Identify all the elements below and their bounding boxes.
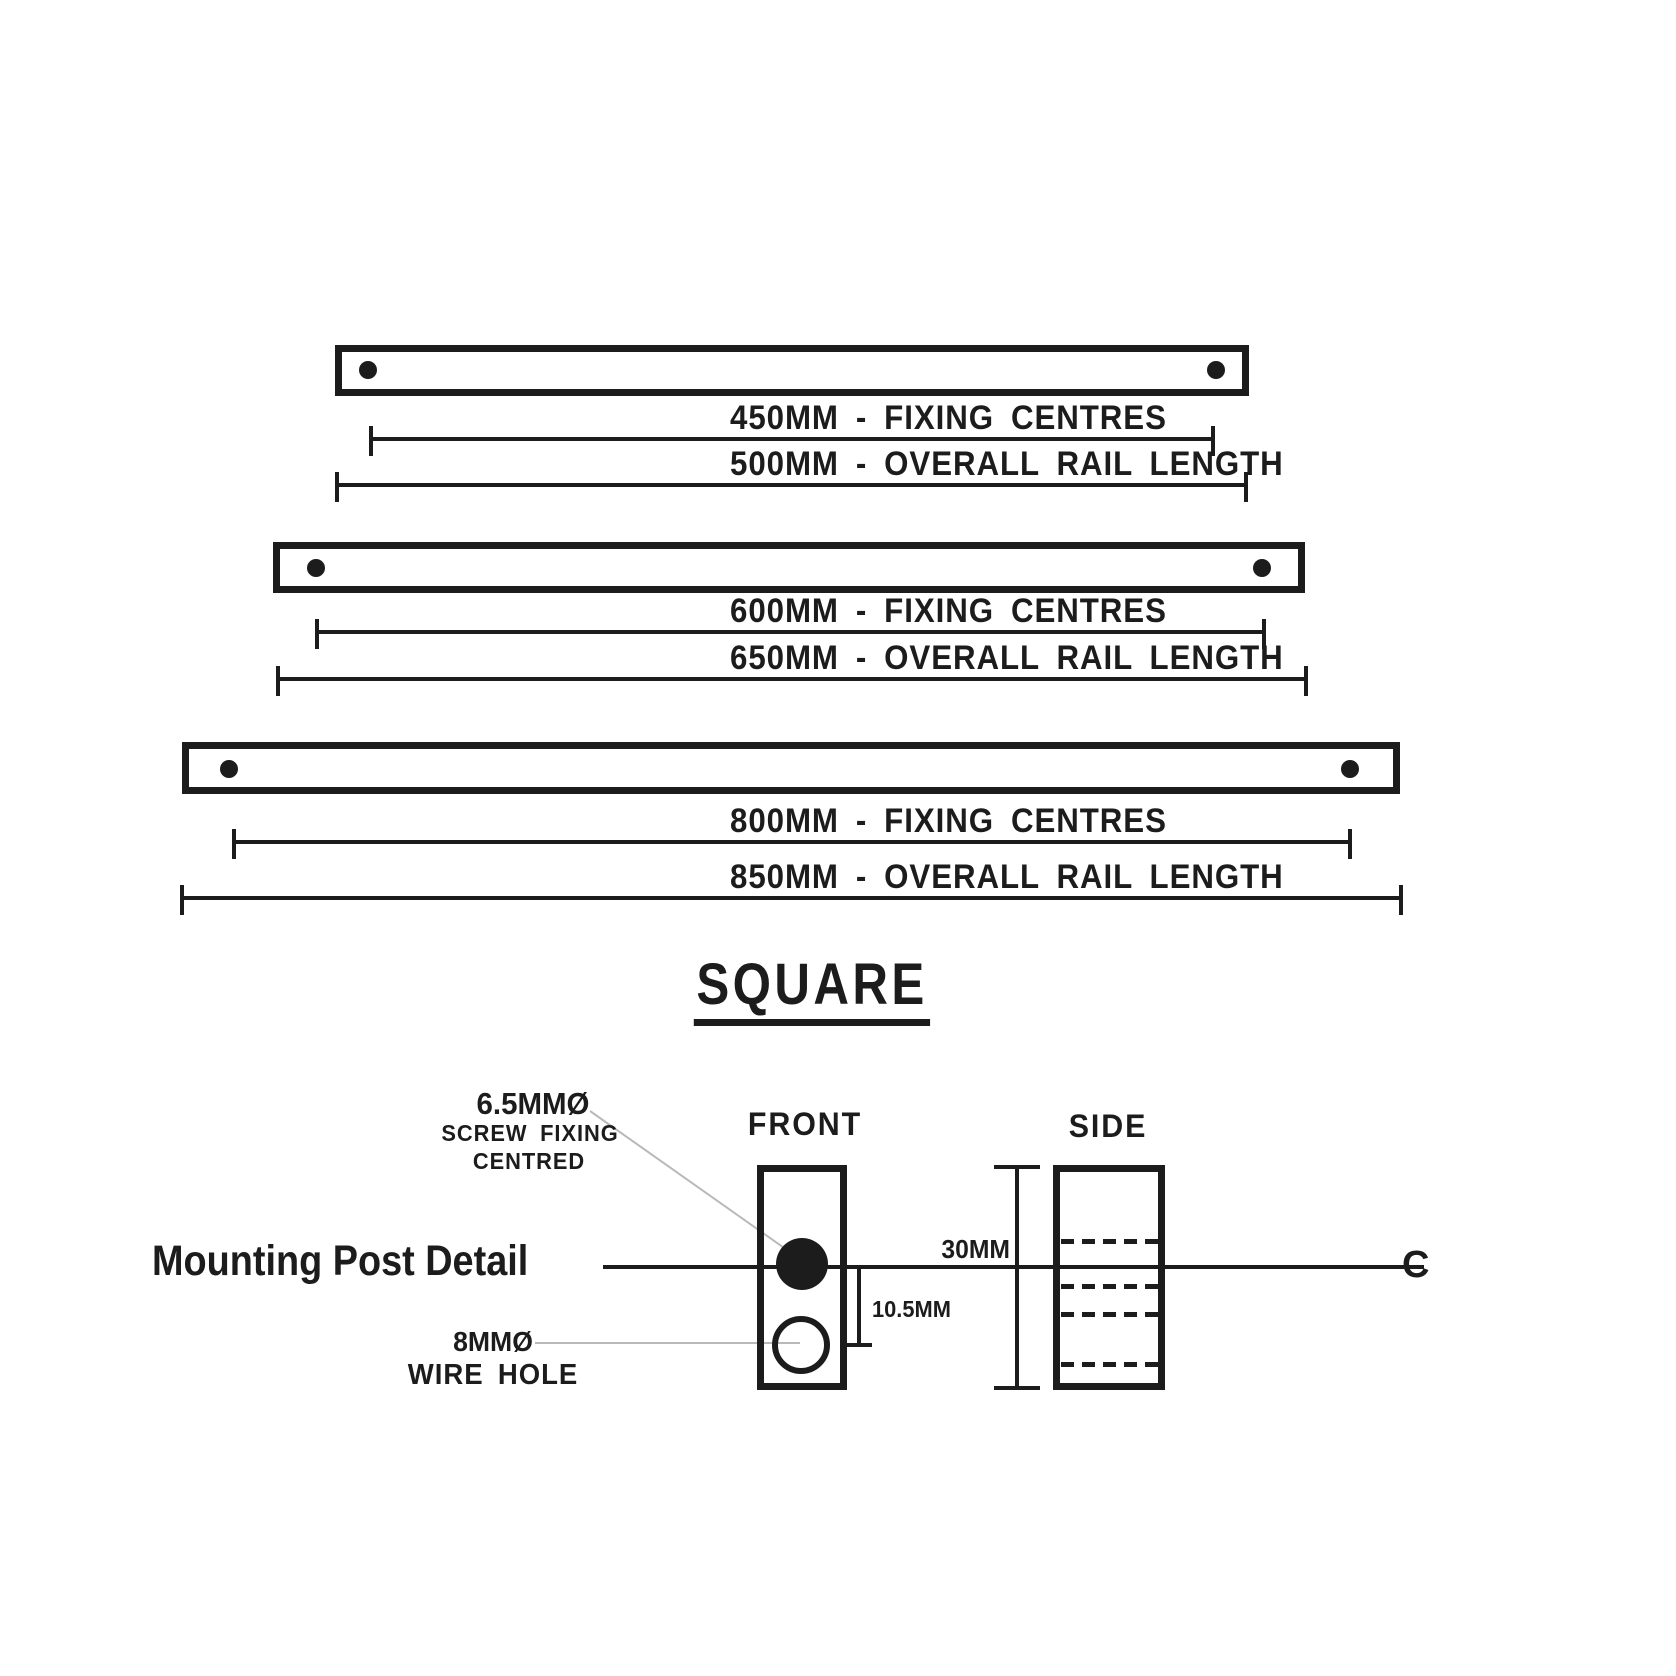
wire-hole-note-label: WIRE HOLE — [407, 1359, 579, 1391]
side-view-dashed-line-1 — [1061, 1239, 1158, 1244]
rail-850mm-screw-hole-left — [220, 760, 238, 778]
offset-dimension-line — [846, 1267, 872, 1347]
section-title: SQUARE — [693, 956, 931, 1026]
side-view-dashed-line-4 — [1061, 1362, 1158, 1367]
rail-650mm-overall-length-label: 650MM - OVERALL RAIL LENGTH — [730, 639, 1284, 677]
rail-500mm — [335, 345, 1249, 396]
rail-500mm-screw-hole-right — [1207, 361, 1225, 379]
wire-hole-diameter-label: 8MMØ — [453, 1326, 533, 1357]
rail-850mm-screw-hole-right — [1341, 760, 1359, 778]
screw-fixing-note-line3: CENTRED — [472, 1148, 586, 1174]
rail-500mm-overall-length-dimension-line — [335, 472, 1248, 502]
wire-hole-circle — [772, 1316, 830, 1374]
rail-850mm — [182, 742, 1400, 794]
rail-650mm-overall-length-dimension-line — [276, 666, 1308, 696]
side-view-dashed-line-2 — [1061, 1284, 1158, 1289]
side-view-label: SIDE — [1068, 1108, 1148, 1144]
height-dimension-label: 30MM — [941, 1234, 1010, 1264]
rail-500mm-overall-length-label: 500MM - OVERALL RAIL LENGTH — [730, 445, 1284, 483]
rail-850mm-fixing-centres-label: 800MM - FIXING CENTRES — [730, 802, 1167, 840]
rail-850mm-overall-length-dimension-line — [180, 885, 1403, 915]
centerline — [603, 1265, 1424, 1269]
rail-650mm-screw-hole-right — [1253, 559, 1271, 577]
rail-650mm-fixing-centres-label: 600MM - FIXING CENTRES — [730, 592, 1167, 630]
rail-650mm — [273, 542, 1305, 593]
centerline-symbol: C — [1402, 1244, 1430, 1286]
mounting-post-detail-heading: Mounting Post Detail — [152, 1237, 529, 1285]
screw-fixing-note-line2: SCREW FIXING — [441, 1120, 619, 1146]
rail-500mm-screw-hole-left — [359, 361, 377, 379]
side-view-outline — [1053, 1165, 1165, 1390]
rail-500mm-fixing-centres-dimension-line — [369, 426, 1215, 456]
rail-500mm-fixing-centres-label: 450MM - FIXING CENTRES — [730, 399, 1167, 437]
front-view-outline — [757, 1165, 847, 1390]
side-view-dashed-line-3 — [1061, 1312, 1158, 1317]
rail-650mm-screw-hole-left — [307, 559, 325, 577]
rail-850mm-overall-length-label: 850MM - OVERALL RAIL LENGTH — [730, 858, 1284, 896]
screw-fixing-filled-circle — [776, 1238, 828, 1290]
rail-650mm-fixing-centres-dimension-line — [315, 619, 1266, 649]
screw-fixing-diameter-label: 6.5MMØ — [476, 1086, 590, 1121]
offset-dimension-label: 10.5MM — [872, 1296, 951, 1322]
front-view-label: FRONT — [747, 1106, 863, 1142]
rail-850mm-fixing-centres-dimension-line — [232, 829, 1352, 859]
wire-hole-leader-line — [535, 1342, 800, 1344]
height-dimension-line — [994, 1165, 1040, 1390]
